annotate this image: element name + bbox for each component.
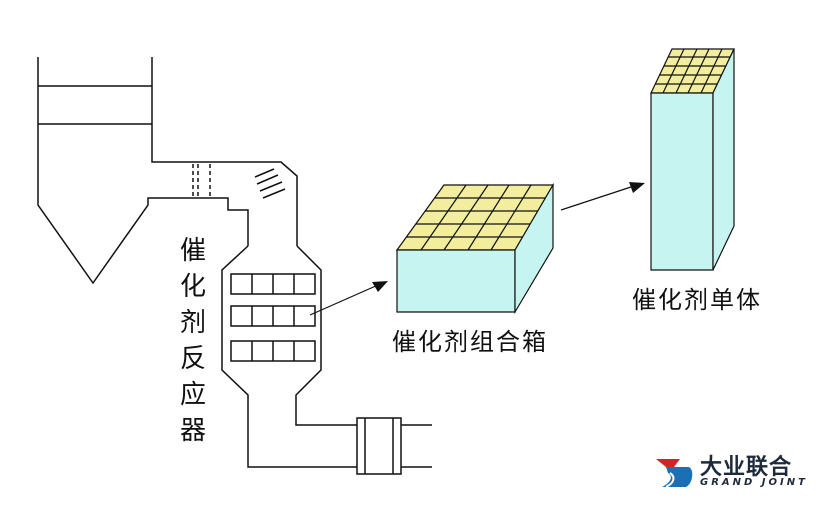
- module-box-side: [514, 182, 554, 315]
- arrow-to-single-unit: [560, 182, 645, 211]
- duct-expansion-joint: [192, 164, 211, 198]
- arrow-to-module-box: [309, 281, 388, 316]
- reactor-body: [221, 245, 357, 468]
- reactor-label: 催化剂反应器: [179, 236, 206, 446]
- module-box-label: 催化剂组合箱: [392, 328, 548, 356]
- duct-guide-vanes: [254, 168, 286, 199]
- reactor-catalyst-layers: [230, 273, 316, 362]
- boiler-outline: [37, 57, 249, 285]
- logo-name-cn: 大业联合: [700, 455, 793, 480]
- logo-mark-icon: [656, 459, 693, 488]
- boiler-right-wall: [151, 57, 298, 246]
- module-box-grid: [406, 184, 545, 251]
- catalyst-single-unit: [650, 48, 735, 271]
- reactor-body-right: [295, 245, 357, 426]
- single-unit-side: [712, 48, 735, 271]
- single-unit-label: 催化剂单体: [632, 286, 762, 314]
- module-box-front: [396, 249, 516, 313]
- single-unit-grid: [655, 48, 730, 94]
- brand-logo: 大业联合 GRAND JOINT: [652, 447, 822, 495]
- logo-name-en: GRAND JOINT: [700, 477, 808, 488]
- single-unit-front: [650, 92, 714, 271]
- catalyst-module-box: [395, 182, 555, 315]
- outlet-fan-box: [356, 417, 402, 475]
